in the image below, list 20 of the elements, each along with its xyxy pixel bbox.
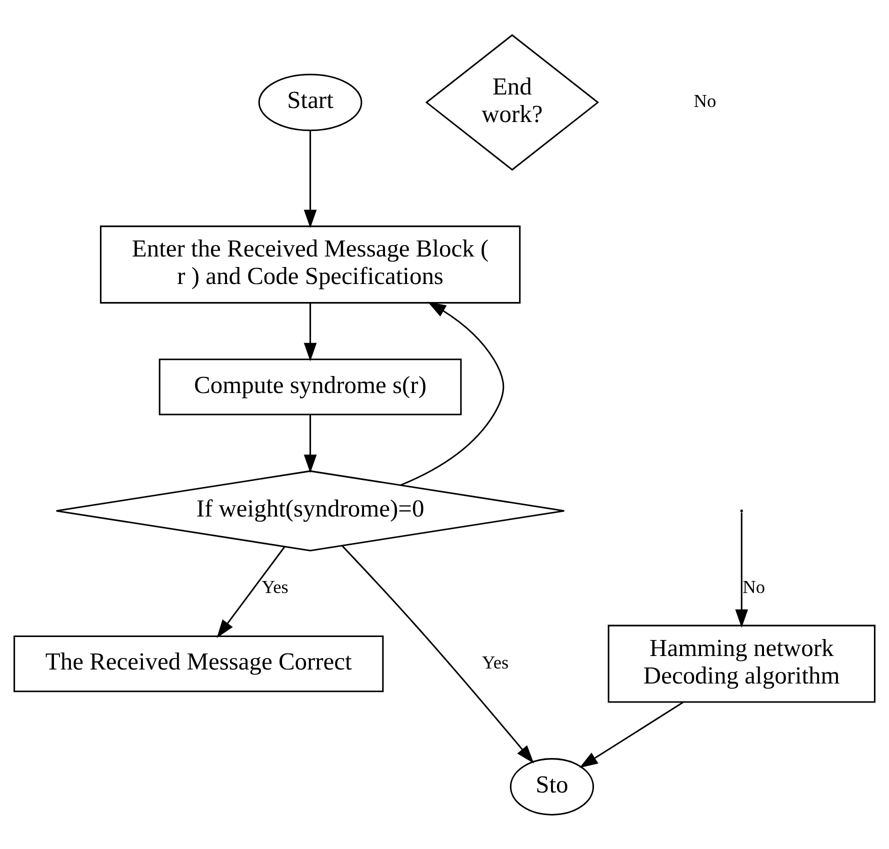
arrow [304, 130, 317, 228]
arrow [304, 414, 317, 473]
label: No [694, 90, 716, 111]
node-box: Enter the Received Message Block ( r ) and Code Specifications [100, 225, 521, 304]
arrow [304, 302, 317, 361]
arrow [216, 546, 285, 638]
arrow [342, 544, 534, 763]
node-diamond: If weight(syndrome)=0 [56, 470, 565, 551]
node-diamond: End work? [425, 34, 600, 170]
edge-label: Yes [262, 576, 288, 596]
node-box: Hamming network Decoding algorithm [608, 624, 876, 702]
node-box: Compute syndrome s(r) [158, 358, 462, 415]
node-box: The Received Message Correct [14, 635, 384, 692]
edge-label: No [742, 576, 766, 596]
arrow [579, 701, 684, 768]
edge-label: Yes [482, 652, 509, 672]
node-ellipse: Sto [510, 758, 594, 815]
arrow [400, 301, 504, 486]
arrow [735, 512, 748, 628]
node-ellipse: Start [258, 73, 362, 131]
